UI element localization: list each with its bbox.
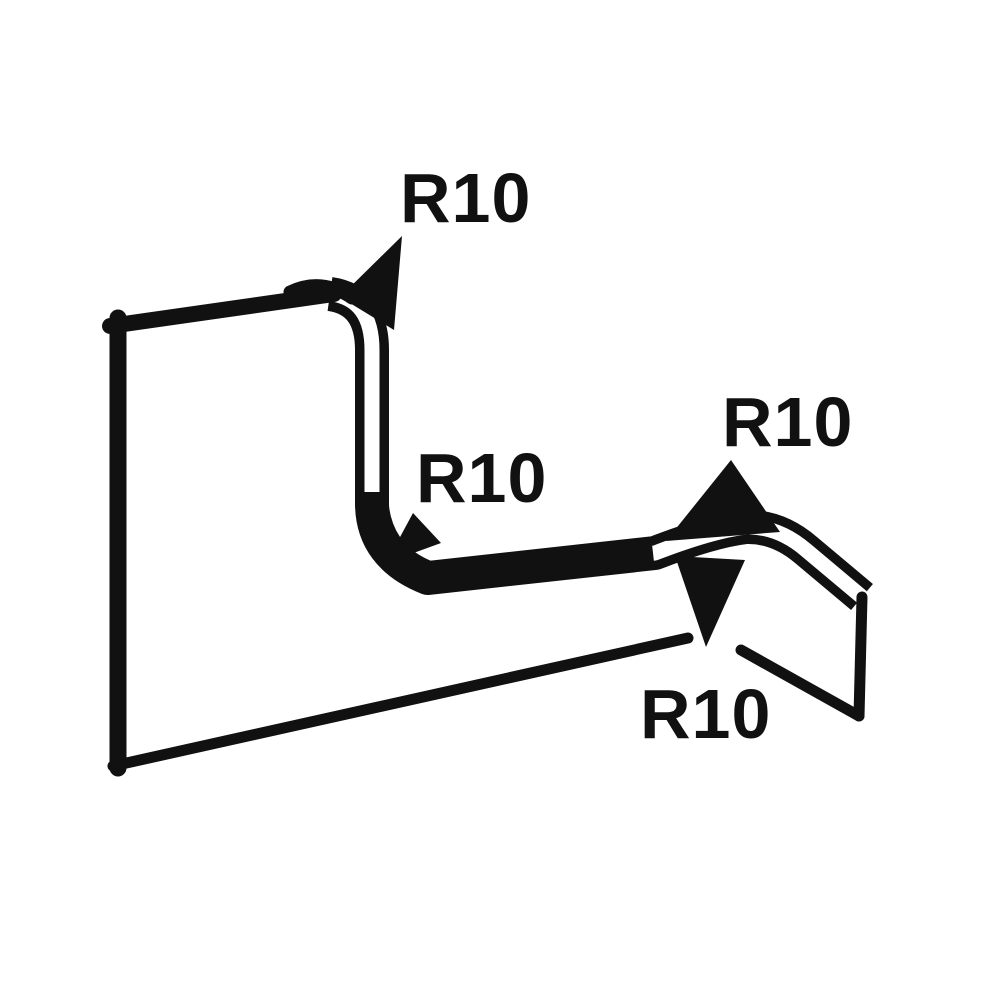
bottom-bend-fill	[356, 491, 655, 594]
top-radius-arrowhead	[340, 236, 402, 330]
radius-label-top: R10	[400, 159, 531, 237]
flange-bottom-edge-line	[735, 644, 865, 722]
inner-radius-arrowhead	[386, 513, 441, 563]
right-upper-radius-arrowhead	[666, 460, 780, 541]
radius-label-right-upper: R10	[722, 383, 853, 461]
top-edge-line	[102, 286, 342, 334]
radius-label-right-lower: R10	[640, 675, 771, 753]
flange-right-edge-line	[853, 591, 868, 722]
right-lower-radius-arrowhead	[675, 556, 745, 647]
bottom-edge-line	[107, 632, 694, 772]
radius-label-inner: R10	[416, 439, 547, 517]
